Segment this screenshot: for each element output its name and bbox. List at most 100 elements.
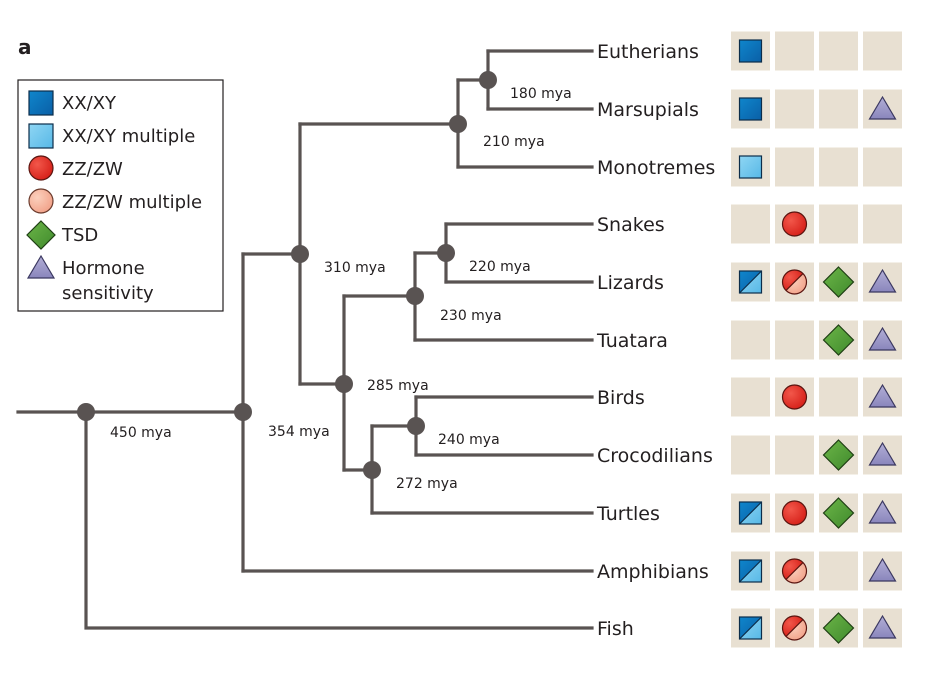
legend-label-line2: sensitivity (62, 283, 154, 304)
trait-cell (775, 493, 814, 533)
trait-cell (863, 89, 902, 129)
trait-cell (775, 435, 814, 475)
trait-cell (819, 31, 858, 71)
diamond-green-icon (26, 220, 56, 250)
triangle-purple-icon (868, 499, 897, 524)
taxon-row: Amphibians (597, 551, 902, 591)
trait-cell-background (819, 551, 858, 591)
taxon-row: Crocodilians (597, 435, 902, 475)
trait-cell-background (731, 204, 770, 244)
circle-red-icon (781, 211, 808, 237)
node-354mya (234, 403, 252, 421)
trait-cell-background (731, 377, 770, 417)
legend-item-xxxy: XX/XY (28, 90, 117, 116)
circle-half-pink (786, 619, 807, 640)
taxon-row: Tuatara (596, 320, 902, 360)
taxon-label: Monotremes (597, 157, 715, 179)
diamond-green-icon (822, 497, 855, 529)
taxon-label: Turtles (596, 503, 660, 525)
circle-red-icon (28, 155, 54, 181)
taxon-label: Birds (597, 387, 645, 409)
trait-cell (731, 551, 770, 591)
legend-label: ZZ/ZW (62, 159, 123, 180)
trait-cell-background (863, 147, 902, 187)
triangle-purple-icon (868, 95, 897, 120)
trait-cell (775, 31, 814, 71)
taxon-label: Marsupials (597, 99, 699, 121)
taxon-row: Marsupials (597, 89, 902, 129)
panel-label: a (18, 35, 32, 59)
taxon-row: Eutherians (597, 31, 902, 71)
node-272mya (363, 461, 381, 479)
trait-cell (863, 320, 902, 360)
legend-label: XX/XY (62, 93, 117, 114)
trait-cell (775, 204, 814, 244)
trait-cell (819, 204, 858, 244)
circle-outline (781, 269, 808, 295)
taxon-row: Fish (597, 608, 902, 648)
square-split-blue-icon (738, 616, 763, 640)
trait-cell (731, 262, 770, 302)
node-230mya (406, 287, 424, 305)
square-split-blue-icon (738, 270, 763, 294)
circle-half-red (782, 616, 803, 637)
legend-label: ZZ/ZW multiple (62, 192, 202, 213)
taxon-row: Turtles (596, 493, 902, 533)
square-outline (738, 501, 763, 525)
triangle-purple-icon (868, 557, 897, 582)
circle-split-red-icon (781, 269, 808, 295)
age-label: 272 mya (396, 476, 458, 492)
circle-red-icon (781, 500, 808, 526)
taxon-label: Snakes (597, 214, 665, 236)
square-outline (738, 616, 763, 640)
triangle-purple-icon (868, 441, 897, 466)
trait-cell (863, 377, 902, 417)
branch-fish (84, 410, 594, 630)
legend-label: TSD (61, 225, 98, 246)
trait-cell (863, 493, 902, 533)
circle-half-pink (786, 562, 807, 583)
trait-cell-background (863, 204, 902, 244)
trait-cell-background (819, 377, 858, 417)
trait-cell (819, 377, 858, 417)
square-split-line (739, 559, 762, 583)
circle-half-pink (786, 273, 807, 294)
circle-pink-icon (28, 188, 54, 214)
trait-cell (863, 147, 902, 187)
circle-half-red (782, 558, 803, 580)
trait-cell-background (731, 320, 770, 360)
circle-red-icon (781, 384, 808, 410)
trait-cell (731, 89, 770, 129)
taxon-label: Fish (597, 618, 634, 640)
node-285mya (335, 375, 353, 393)
trait-cell (819, 89, 858, 129)
trait-cell (819, 493, 858, 533)
triangle-purple-icon (868, 326, 897, 351)
tree (16, 49, 594, 630)
taxon-label: Crocodilians (597, 445, 713, 467)
age-label: 450 mya (110, 425, 172, 441)
trait-cell (863, 435, 902, 475)
trait-cell-background (775, 320, 814, 360)
square-lightblue-icon (28, 123, 54, 149)
circle-half-red (782, 269, 803, 291)
circle-split-red-icon (781, 558, 808, 584)
legend-label: XX/XY multiple (62, 126, 195, 147)
circle-outline (781, 558, 808, 584)
taxon-label: Lizards (597, 272, 664, 294)
circle-split-line (785, 273, 804, 291)
age-label: 230 mya (440, 308, 502, 324)
square-outline (738, 270, 763, 294)
trait-cell (775, 377, 814, 417)
legend-item-zzzw-multiple: ZZ/ZW multiple (28, 188, 202, 214)
diamond-green-icon (822, 324, 855, 356)
taxa-rows: EutheriansMarsupialsMonotremesSnakesLiza… (596, 31, 902, 648)
legend-item-hormone: Hormone sensitivity (26, 254, 154, 304)
trait-cell (819, 551, 858, 591)
square-split-line (739, 270, 762, 294)
node-310mya (291, 245, 309, 263)
trait-cell-background (819, 31, 858, 71)
trait-cell (775, 551, 814, 591)
diamond-green-icon (822, 439, 855, 471)
trait-cell (775, 608, 814, 648)
